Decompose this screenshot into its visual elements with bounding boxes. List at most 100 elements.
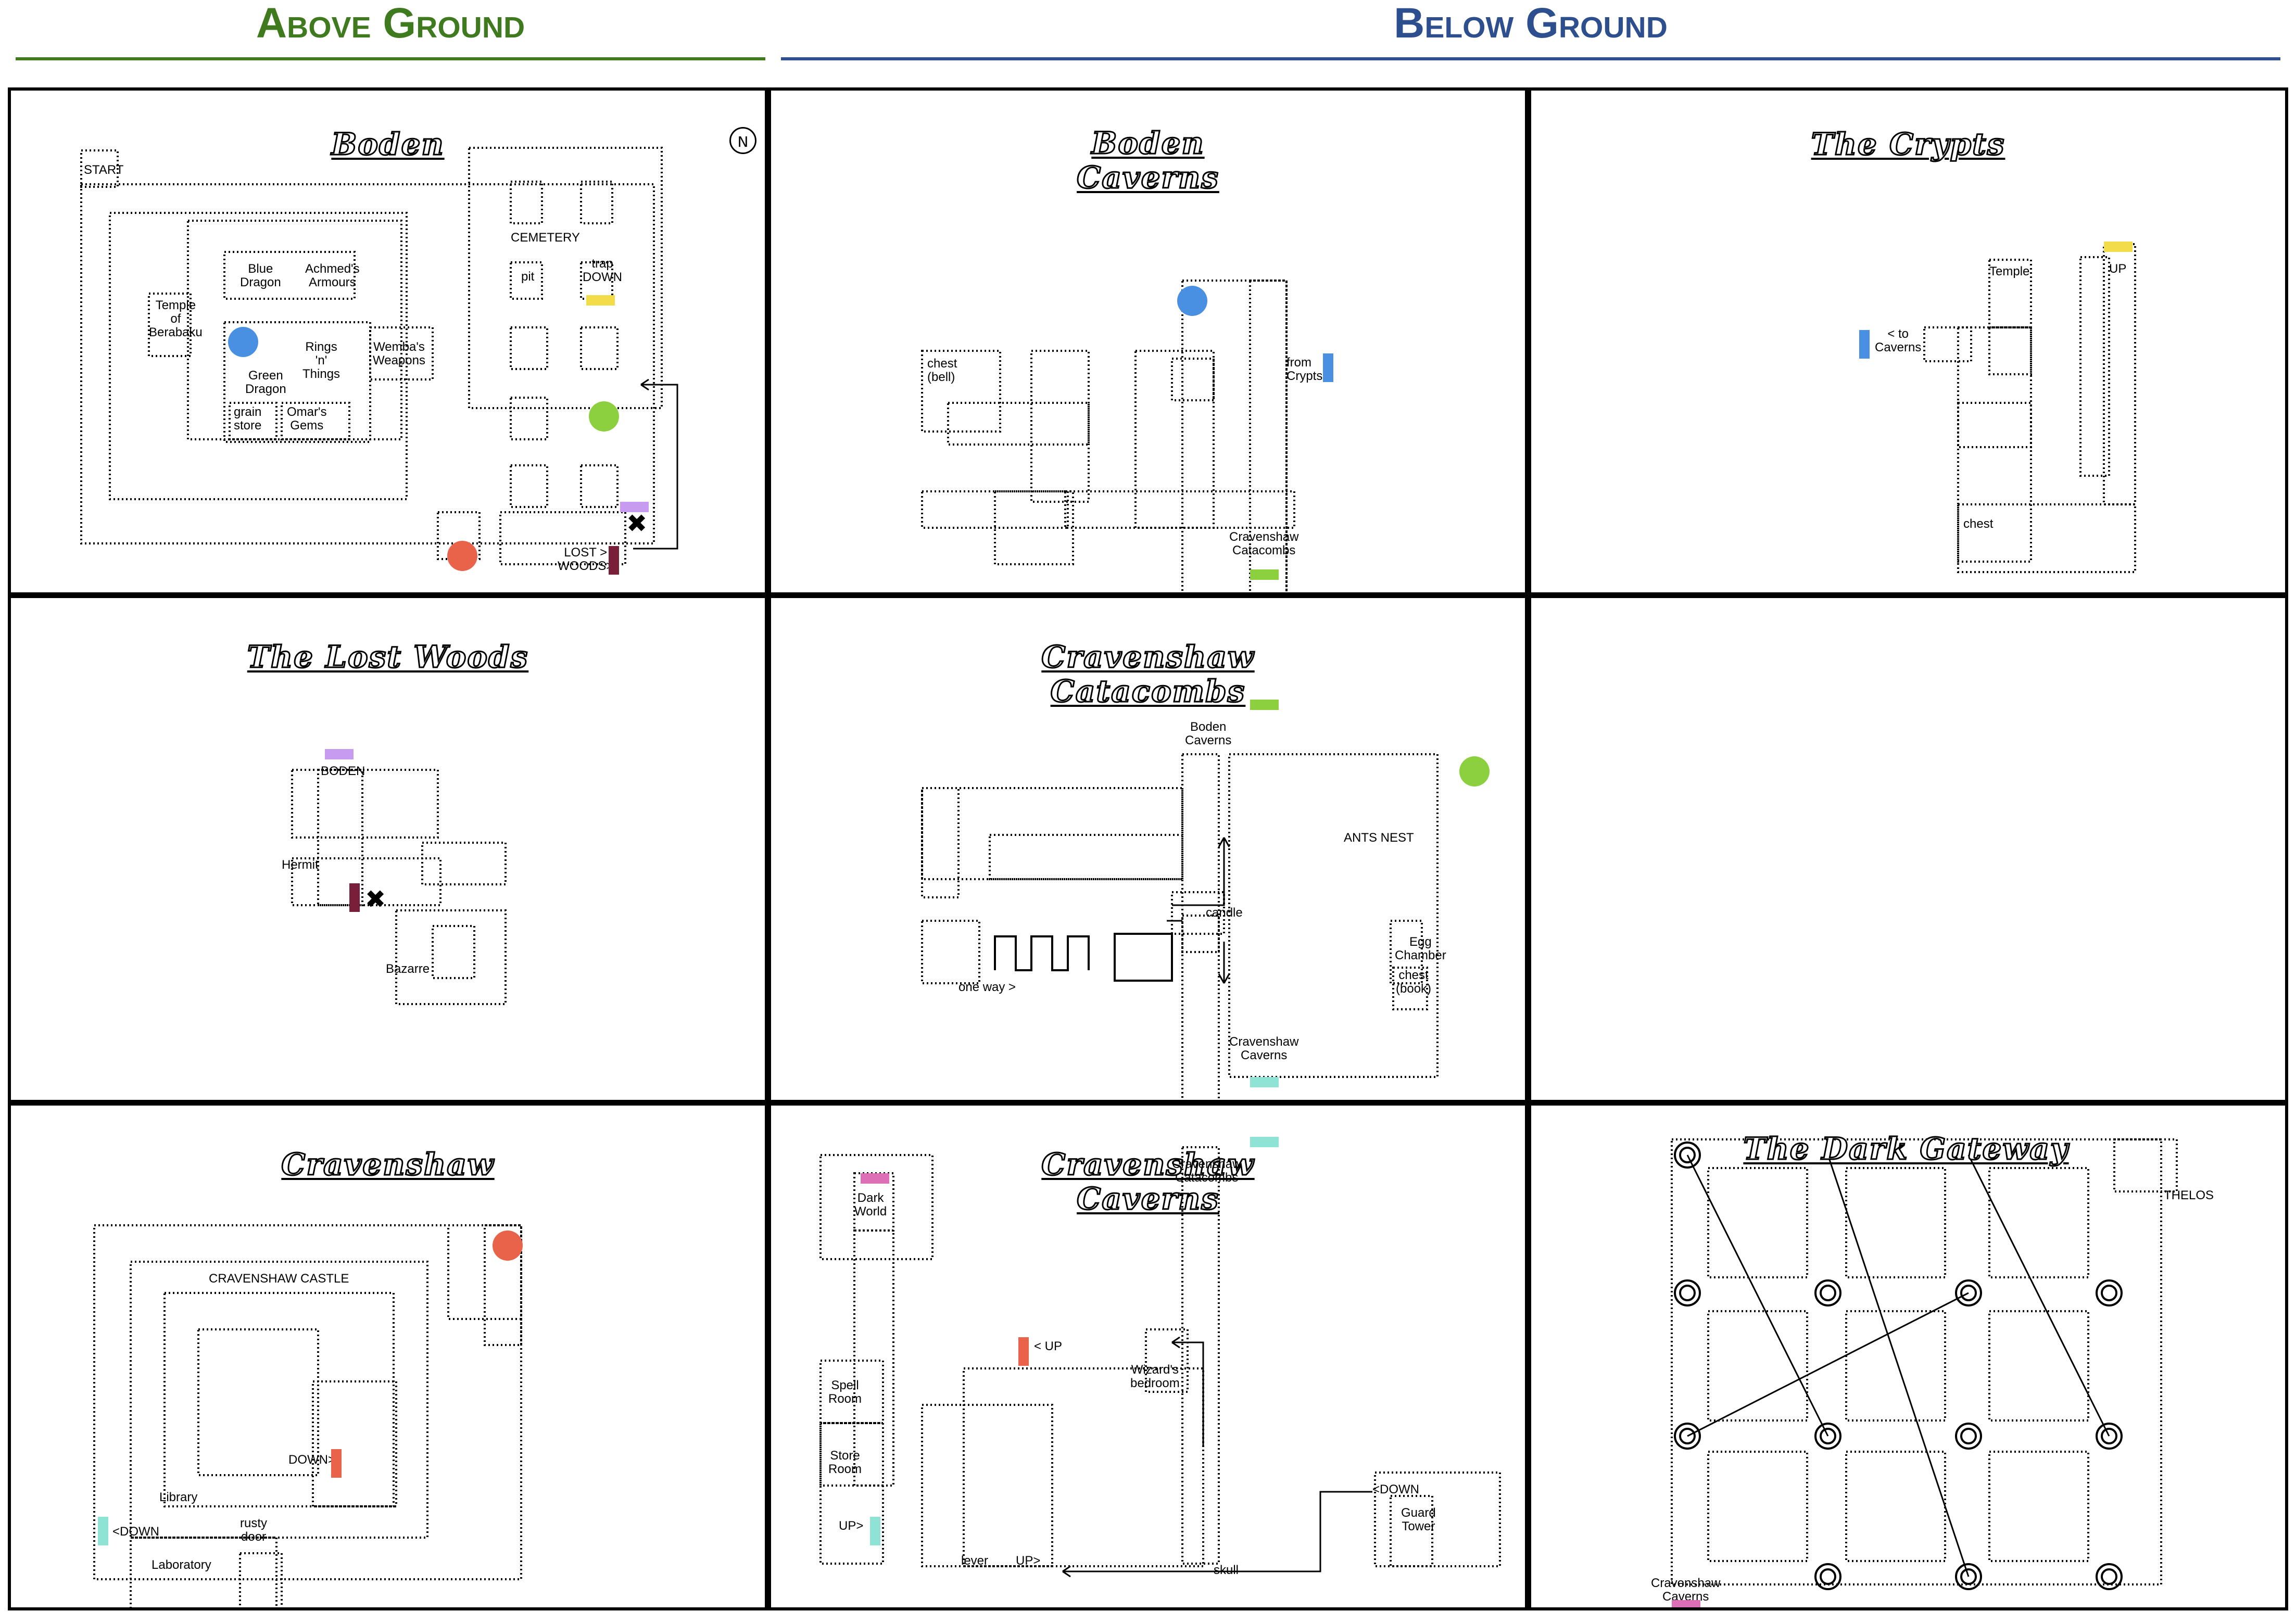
pink-marker: [1672, 1600, 1700, 1607]
catacombs-map: Cravenshaw Catacombs Boden Caverns ANTS …: [768, 595, 1528, 1103]
lever-label: lever: [961, 1554, 989, 1568]
wembas-weapons-label: Wemba's Weapons: [373, 340, 425, 367]
start-label: START: [84, 163, 124, 177]
green-marker: [589, 401, 619, 432]
red-marker-square: [331, 1449, 342, 1478]
teal-marker-square: [870, 1517, 880, 1545]
cravenshaw-layout: [93, 1224, 522, 1607]
bazarre-label: Bazarre: [386, 962, 430, 976]
temple-label: Temple: [1989, 264, 2030, 278]
omars-gems-label: Omar's Gems: [287, 405, 327, 433]
up2-label: UP>: [839, 1519, 864, 1533]
up3-label: UP>: [1016, 1554, 1041, 1568]
dark-gateway-map: The Dark Gateway THELOS Cravenshaw Caver…: [1528, 1102, 2288, 1610]
spell-room-label: Spell Room: [828, 1378, 862, 1406]
laboratory-label: Laboratory: [152, 1558, 211, 1572]
up-label: < UP: [1034, 1339, 1063, 1353]
dark-world-label: Dark World: [854, 1191, 887, 1219]
chest-book-label: chest (book): [1396, 968, 1432, 996]
teal-marker: [1250, 1077, 1279, 1087]
maroon-marker: [349, 883, 360, 912]
library-label: Library: [159, 1490, 198, 1504]
purple-marker: [620, 502, 649, 512]
boden-map: Boden N START: [8, 87, 768, 595]
catacombs-label: Cravenshaw Catacombs: [1172, 1157, 1242, 1185]
boden-caverns-map: Boden Caverns chest (bell) from Crypts C…: [768, 87, 1528, 595]
wizards-bedroom-label: Wizard's bedroom: [1130, 1363, 1180, 1390]
temple-label: Temple of Berabaku: [149, 298, 203, 339]
chest-bell-label: chest (bell): [927, 357, 957, 384]
teal-marker: [98, 1517, 108, 1545]
from-crypts-label: from Crypts: [1286, 356, 1323, 383]
thelos-label: THELOS: [2164, 1188, 2214, 1202]
boden-layout: [80, 147, 678, 565]
green-marker: [1459, 756, 1490, 786]
lost-woods-map: The Lost Woods BODEN Hermit Bazarre ✖: [8, 595, 768, 1103]
maroon-marker: [609, 546, 619, 575]
cemetery-label: CEMETERY: [511, 231, 580, 245]
rusty-door-label: rusty door: [240, 1516, 268, 1544]
cravenshaw-caverns-label: Cravenshaw Caverns: [1229, 1035, 1299, 1062]
above-ground-rule: [16, 57, 765, 60]
to-caverns-label: < to Caverns: [1875, 327, 1922, 354]
blue-marker: [228, 327, 258, 357]
dark-gateway-title: The Dark Gateway: [1743, 1131, 2069, 1167]
down-label: <DOWN: [1372, 1482, 1419, 1496]
dark-gateway-layout: [1671, 1138, 2178, 1590]
above-ground-header: Above Ground: [256, 0, 525, 47]
blue-marker-square: [1323, 353, 1333, 382]
below-ground-header: Below Ground: [1394, 0, 1668, 47]
crypts-title: The Crypts: [1810, 126, 2005, 162]
achmeds-armours-label: Achmed's Armours: [305, 262, 360, 289]
x-mark-icon: ✖: [626, 509, 648, 538]
trap-down-label: trap DOWN: [583, 257, 622, 284]
catacombs-title: Cravenshaw Catacombs: [1041, 639, 1255, 709]
grain-store-label: grain store: [234, 405, 262, 433]
boden-caverns-title: Boden Caverns: [1076, 125, 1219, 196]
compass-icon: N: [729, 127, 756, 154]
boden-title: Boden: [331, 126, 445, 162]
catacombs-label: Cravenshaw Catacombs: [1229, 530, 1299, 557]
green-dragon-label: Green Dragon: [245, 369, 286, 396]
one-way-label: one way >: [958, 980, 1016, 994]
blue-marker: [1859, 330, 1870, 359]
boden-caverns-label: Boden Caverns: [1185, 720, 1232, 747]
castle-label: CRAVENSHAW CASTLE: [209, 1272, 349, 1286]
teal-marker: [1250, 1137, 1279, 1147]
crypts-layout: [1923, 243, 2136, 573]
red-marker-square: [1018, 1337, 1029, 1366]
down-label: DOWN>: [288, 1453, 335, 1467]
cravenshaw-caverns-map: Cravenshaw Caverns Dark World Cravenshaw…: [768, 1102, 1528, 1610]
green-marker-square: [1250, 569, 1279, 580]
cravenshaw-title: Cravenshaw: [281, 1147, 495, 1183]
below-ground-rule: [781, 57, 2280, 60]
cravenshaw-caverns-layout: [819, 1146, 1501, 1578]
cravenshaw-map: Cravenshaw CRAVENSHAW CASTLE DOWN> Libra…: [8, 1102, 768, 1610]
pink-marker: [861, 1173, 889, 1184]
lost-woods-layout: [291, 769, 507, 1005]
hermit-label: Hermit: [282, 858, 319, 872]
ants-nest-label: ANTS NEST: [1344, 831, 1414, 845]
yellow-marker: [2104, 242, 2133, 252]
egg-chamber-label: Egg Chamber: [1395, 935, 1446, 962]
purple-marker: [325, 749, 354, 759]
candle-label: candle: [1206, 906, 1243, 920]
crypts-map: The Crypts Temple UP < to Caverns chest: [1528, 87, 2288, 595]
boden-label: BODEN: [321, 764, 365, 778]
blue-dragon-label: Blue Dragon: [240, 262, 281, 289]
green-marker-square: [1250, 700, 1279, 710]
up-label: UP: [2109, 262, 2127, 276]
store-room-label: Store Room: [828, 1449, 862, 1476]
skull-label: skull: [1214, 1563, 1239, 1577]
guard-tower-label: Guard Tower: [1401, 1506, 1436, 1533]
lost-woods-label: LOST > WOODS>: [558, 545, 614, 573]
catacombs-layout: [921, 753, 1439, 1100]
rings-label: Rings 'n' Things: [302, 340, 340, 381]
empty-panel: [1528, 595, 2288, 1103]
pit-label: pit: [521, 270, 535, 284]
yellow-marker: [586, 295, 615, 306]
red-marker: [447, 541, 477, 571]
blue-marker: [1177, 286, 1207, 316]
boden-caverns-layout: [921, 280, 1295, 592]
lost-woods-title: The Lost Woods: [246, 639, 529, 675]
